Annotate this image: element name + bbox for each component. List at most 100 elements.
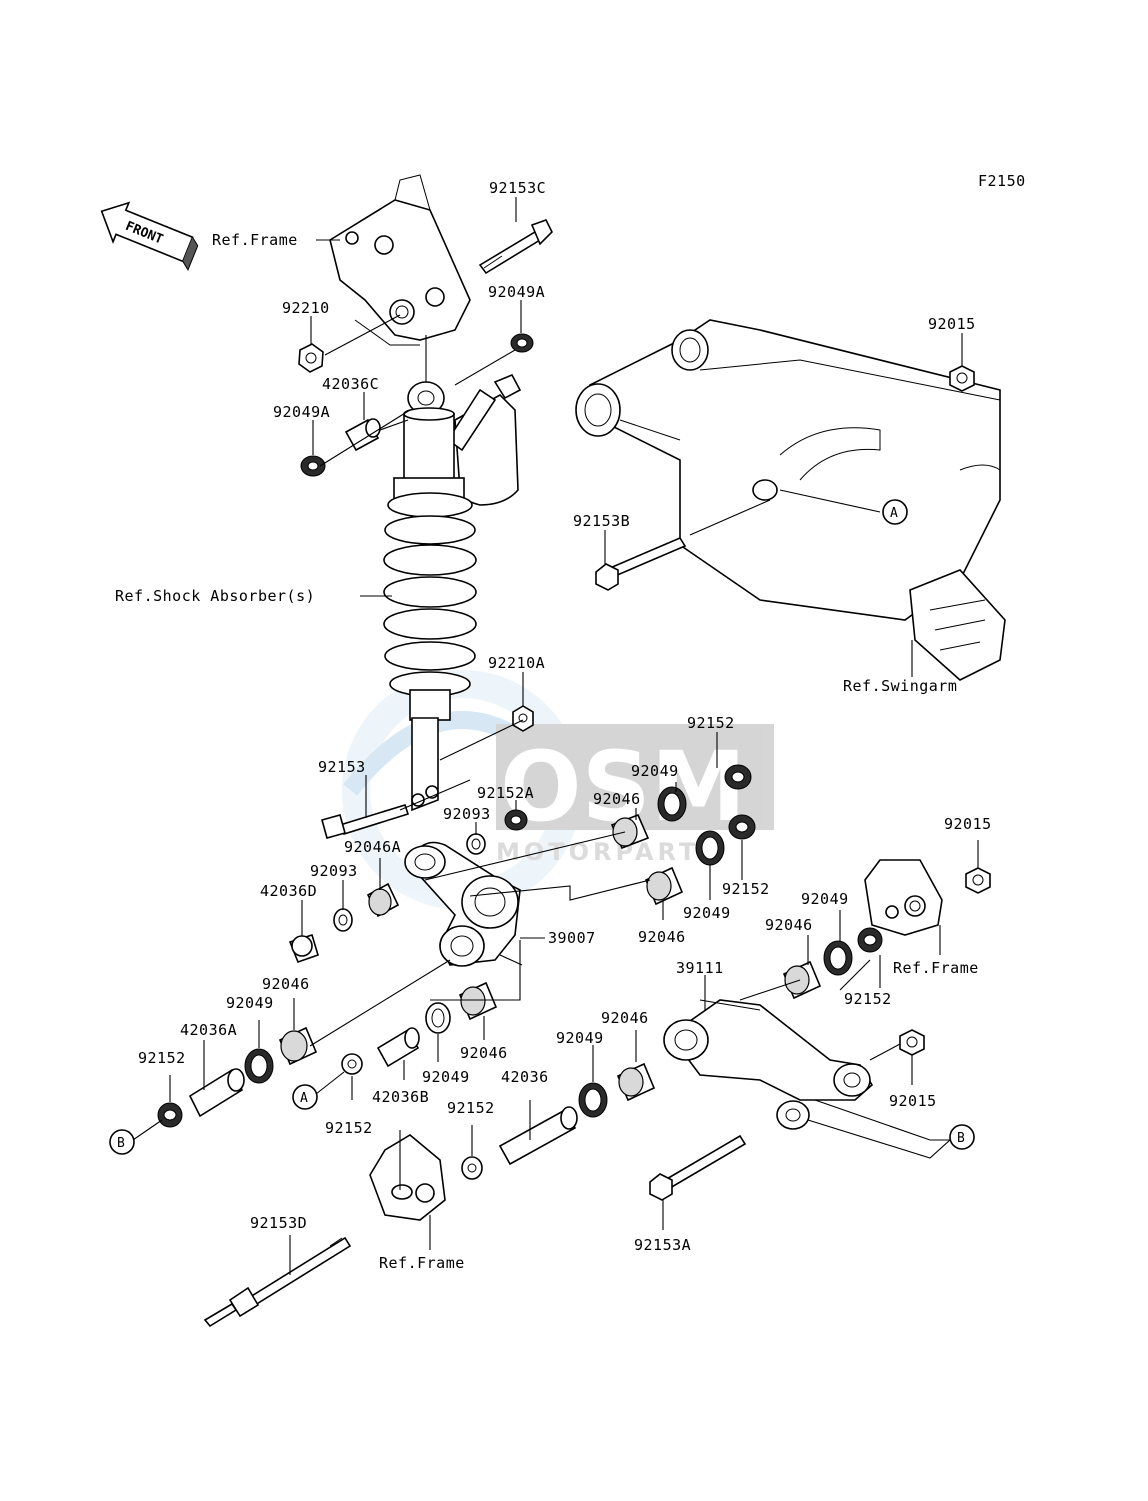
label-92015-bottom: 92015 [889,1092,937,1110]
bolt-92153 [321,804,410,839]
callout-B2-text: B [957,1131,965,1146]
leader-lines [129,197,979,1275]
figure-code: F2150 [978,172,1026,190]
label-92153C: 92153C [489,179,546,197]
bolt-92153B [595,536,687,591]
label-92046-d: 92046 [262,975,310,993]
label-92152A: 92152A [477,784,534,802]
label-92152-f: 92152 [325,1119,373,1137]
label-92152-b: 92152 [722,880,770,898]
watermark-sub: MOTORPARTS [496,838,721,866]
label-92153D: 92153D [250,1214,307,1232]
nut-92210 [298,343,324,373]
bearing-92046-lower-center [616,1062,656,1102]
seal-92093-upper [466,833,486,855]
nut-92015-top [949,365,975,392]
callout-B1-text: B [117,1136,125,1151]
label-92049-c: 92049 [801,890,849,908]
label-92210A: 92210A [488,654,545,672]
front-arrow-icon: FRONT [100,201,199,271]
washer-92152-center [341,1053,363,1075]
washer-92152-upper [724,764,752,790]
callout-B1: B [109,1129,135,1155]
label-42036B: 42036B [372,1088,429,1106]
washer-92152-right [857,927,883,953]
washer-92049A-top [510,333,534,353]
label-ref-shock: Ref.Shock Absorber(s) [115,587,315,605]
seal-92093-lower [333,908,353,932]
collar-42036C [344,418,381,452]
label-92049-d: 92049 [226,994,274,1012]
label-42036A: 42036A [180,1021,237,1039]
collar-42036A [188,1068,245,1118]
washer-92152-mid [728,814,756,840]
nut-92015-right [965,867,991,894]
label-42036C: 42036C [322,375,379,393]
label-92210: 92210 [282,299,330,317]
label-92093-a: 92093 [443,805,491,823]
seal-92049-center [425,1002,451,1034]
label-ref-frame-bottom: Ref.Frame [379,1254,465,1272]
seal-92049-lower-center [578,1082,608,1118]
label-ref-frame-top: Ref.Frame [212,231,298,249]
label-92046-a: 92046 [593,790,641,808]
label-92015-right: 92015 [944,815,992,833]
label-ref-swingarm: Ref.Swingarm [843,677,957,695]
label-92046-c: 92046 [765,916,813,934]
label-42036: 42036 [501,1068,549,1086]
washer-92152-lower-left [157,1102,183,1128]
label-39007: 39007 [548,929,596,947]
bearing-92046-lower-left [278,1026,318,1066]
label-92046-f: 92046 [460,1044,508,1062]
shock-absorber [383,373,522,812]
watermark: OSM MOTORPARTS [342,670,774,910]
washer-92049A-left [300,455,326,477]
bearing-92046-mid [644,866,684,906]
tie-rod-39111 [663,999,874,1130]
bolt-92153A [649,1134,747,1201]
label-92049-f: 92049 [422,1068,470,1086]
frame-bracket-top [329,174,471,346]
label-92152-e: 92152 [447,1099,495,1117]
label-92046-e: 92046 [601,1009,649,1027]
label-92153A: 92153A [634,1236,691,1254]
callout-A1-text: A [890,506,898,521]
swingarm [575,319,1006,681]
label-92153B: 92153B [573,512,630,530]
label-92152-a: 92152 [687,714,735,732]
label-42036D: 42036D [260,882,317,900]
label-92046-b: 92046 [638,928,686,946]
label-ref-frame-right: Ref.Frame [893,959,979,977]
collar-42036B [376,1027,420,1068]
label-92049-e: 92049 [556,1029,604,1047]
seal-92049-upper [657,786,687,822]
nut-92015-bottom [899,1029,925,1056]
seal-92049-mid [695,830,725,866]
bolt-92153C [478,219,553,275]
callout-A2-text: A [300,1091,308,1106]
label-39111: 39111 [676,959,724,977]
label-92153: 92153 [318,758,366,776]
label-92049-b: 92049 [683,904,731,922]
frame-bracket-right [864,859,943,936]
seal-92049-lower-left [244,1048,274,1084]
part-labels: F2150 92153C Ref.Frame 92210 92049A 4203… [115,172,1026,1272]
label-92015-top: 92015 [928,315,976,333]
label-92093-b: 92093 [310,862,358,880]
label-92152-c: 92152 [844,990,892,1008]
label-92152-d: 92152 [138,1049,186,1067]
bearing-92046A [366,882,400,918]
seal-92049-right [823,940,853,976]
nut-92210A [512,705,534,732]
callout-B2: B [949,1124,975,1150]
callout-A2: A [292,1084,318,1110]
label-92049-a: 92049 [631,762,679,780]
bearing-92046-center [458,981,498,1021]
label-92046A: 92046A [344,838,401,856]
washer-92152A [504,809,528,831]
label-92049A-top: 92049A [488,283,545,301]
frame-bracket-bottom [369,1134,446,1221]
bearing-92046-right [782,960,822,1000]
